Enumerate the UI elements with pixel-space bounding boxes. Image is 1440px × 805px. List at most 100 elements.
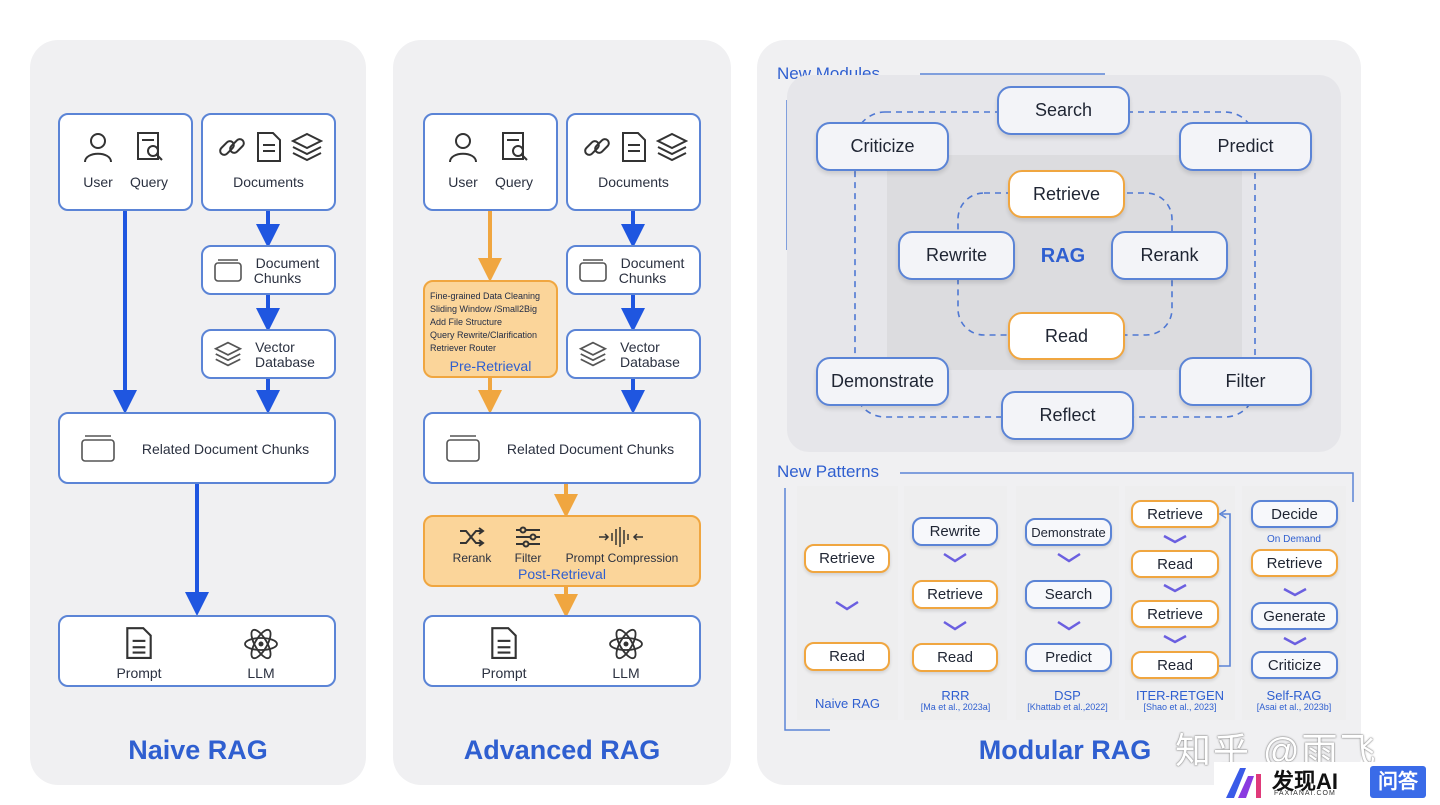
post-filter-label: Filter bbox=[514, 551, 542, 565]
adv-user-label: User bbox=[448, 174, 478, 190]
naive-chunks-box bbox=[201, 245, 336, 295]
pre-item: Fine-grained Data Cleaning bbox=[430, 291, 541, 301]
iter-loop-line bbox=[1219, 513, 1231, 667]
compression-icon bbox=[599, 527, 643, 547]
post-compression-label: Prompt Compression bbox=[565, 551, 679, 565]
adv-documents-label: Documents bbox=[598, 174, 669, 190]
pattern-step: Search bbox=[1025, 580, 1112, 609]
naive-related-label: Related Document Chunks bbox=[141, 441, 310, 457]
pattern-step: Retrieve bbox=[912, 580, 998, 609]
pre-item: Sliding Window /Small2Big bbox=[430, 304, 538, 314]
sliders-icon bbox=[516, 526, 540, 548]
adv-chunks-line1: Document bbox=[620, 255, 685, 271]
prompt-document-icon bbox=[126, 627, 152, 659]
adv-llm-label: LLM bbox=[612, 665, 640, 681]
pattern-step: Retrieve bbox=[1251, 549, 1338, 577]
pre-item: Retriever Router bbox=[430, 343, 497, 353]
advanced-rag-title: Advanced RAG bbox=[463, 735, 661, 765]
faxianai-logo-sub: FAXIANAI.COM bbox=[1274, 790, 1336, 797]
pattern-step: Criticize bbox=[1251, 651, 1338, 679]
shuffle-icon bbox=[460, 527, 485, 547]
naive-rag-title: Naive RAG bbox=[128, 735, 268, 765]
pattern-col-naive bbox=[797, 486, 898, 720]
faxianai-logo-icon bbox=[1226, 768, 1261, 798]
module-reflect: Reflect bbox=[1001, 391, 1134, 440]
adv-user-query-box bbox=[423, 113, 558, 211]
naive-vector-line2: Database bbox=[255, 354, 315, 370]
user-icon bbox=[449, 133, 477, 163]
post-rerank-label: Rerank bbox=[452, 551, 492, 565]
atom-icon bbox=[609, 628, 643, 660]
pattern-step: Read bbox=[1131, 550, 1219, 578]
adv-prompt-label: Prompt bbox=[481, 665, 527, 681]
module-predict: Predict bbox=[1179, 122, 1312, 171]
naive-user-label: User bbox=[83, 174, 113, 190]
database-layers-icon bbox=[213, 341, 243, 367]
post-retrieval-box bbox=[423, 515, 701, 587]
module-demonstrate: Demonstrate bbox=[816, 357, 949, 406]
pre-item: Query Rewrite/Clarification bbox=[430, 330, 538, 340]
module-read: Read bbox=[1008, 312, 1125, 360]
pattern-name: ITER-RETGEN bbox=[1135, 688, 1225, 703]
prompt-document-icon bbox=[491, 627, 517, 659]
faxianai-logo-text: 发现AI bbox=[1272, 769, 1339, 794]
naive-llm-label: LLM bbox=[247, 665, 275, 681]
link-icon bbox=[584, 138, 610, 156]
module-rerank: Rerank bbox=[1111, 231, 1228, 280]
modular-rag-title: Modular RAG bbox=[978, 735, 1152, 765]
post-retrieval-title: Post-Retrieval bbox=[518, 566, 606, 582]
faxianai-logo: 发现AI FAXIANAI.COM 问答 bbox=[1214, 762, 1440, 805]
adv-chunks-line2: Chunks bbox=[618, 270, 667, 286]
layers-icon bbox=[656, 132, 688, 162]
naive-related-box bbox=[58, 412, 336, 484]
pattern-step: Read bbox=[804, 642, 890, 671]
adv-vector-line1: Vector bbox=[620, 339, 660, 355]
naive-documents-label: Documents bbox=[233, 174, 304, 190]
naive-chunks-line1: Document bbox=[255, 255, 320, 271]
module-criticize: Criticize bbox=[816, 122, 949, 171]
module-rewrite: Rewrite bbox=[898, 231, 1015, 280]
rag-core-label: RAG bbox=[1040, 245, 1086, 267]
adv-prompt-llm-box bbox=[423, 615, 701, 687]
atom-icon bbox=[244, 628, 278, 660]
faxianai-badge: 问答 bbox=[1370, 766, 1426, 798]
pattern-note: On Demand bbox=[1267, 534, 1321, 545]
pattern-name: DSP bbox=[1054, 688, 1081, 703]
module-retrieve: Retrieve bbox=[1008, 170, 1125, 218]
pattern-step: Read bbox=[1131, 651, 1219, 679]
layers-icon bbox=[291, 132, 323, 162]
pre-retrieval-title: Pre-Retrieval bbox=[449, 358, 532, 374]
pattern-step: Demonstrate bbox=[1025, 518, 1112, 546]
naive-vector-box bbox=[201, 329, 336, 379]
pattern-step: Retrieve bbox=[1131, 500, 1219, 528]
adv-vector-line2: Database bbox=[620, 354, 680, 370]
pattern-step: Retrieve bbox=[1131, 600, 1219, 628]
adv-related-label: Related Document Chunks bbox=[506, 441, 675, 457]
patterns-frame-bottom bbox=[784, 488, 830, 731]
module-search: Search bbox=[997, 86, 1130, 135]
naive-chunks-line2: Chunks bbox=[253, 270, 302, 286]
naive-prompt-llm-box bbox=[58, 615, 336, 687]
pattern-name: RRR bbox=[941, 688, 970, 703]
pattern-citation: [Asai et al., 2023b] bbox=[1256, 702, 1332, 712]
query-icon bbox=[137, 132, 163, 161]
pattern-step: Predict bbox=[1025, 643, 1112, 672]
document-icon bbox=[257, 132, 281, 162]
pattern-citation: [Shao et al., 2023] bbox=[1143, 702, 1217, 712]
naive-user-query-box bbox=[58, 113, 193, 211]
pattern-step: Decide bbox=[1251, 500, 1338, 528]
folder-icon bbox=[446, 435, 480, 462]
query-icon bbox=[502, 132, 528, 161]
naive-query-label: Query bbox=[129, 174, 169, 190]
adv-chunks-box bbox=[566, 245, 701, 295]
pre-retrieval-items: Fine-grained Data Cleaning Sliding Windo… bbox=[430, 290, 555, 355]
module-filter: Filter bbox=[1179, 357, 1312, 406]
patterns-frame bbox=[900, 472, 1354, 502]
pattern-citation: [Khattab et al.,2022] bbox=[1027, 702, 1108, 712]
adv-related-box bbox=[423, 412, 701, 484]
link-icon bbox=[219, 138, 245, 156]
pattern-citation: [Ma et al., 2023a] bbox=[920, 702, 991, 712]
document-icon bbox=[622, 132, 646, 162]
folder-icon bbox=[81, 435, 115, 462]
